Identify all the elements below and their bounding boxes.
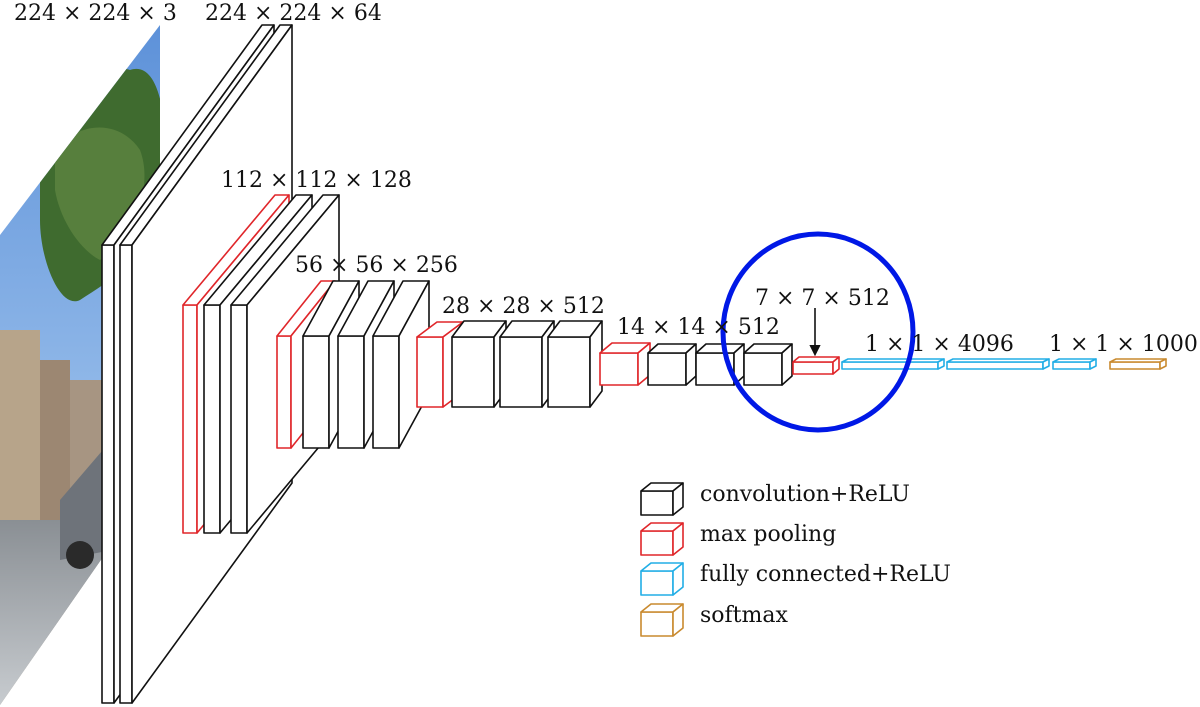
conv4-block-3 bbox=[547, 320, 603, 408]
label-pool5-dims: 7 × 7 × 512 bbox=[755, 286, 890, 311]
pool5-block bbox=[792, 356, 840, 375]
fc6-block bbox=[841, 358, 945, 370]
conv5-block-2 bbox=[695, 343, 745, 386]
layer-blocks bbox=[101, 24, 1167, 704]
label-input-dims: 224 × 224 × 3 bbox=[14, 1, 177, 26]
legend-label-conv: convolution+ReLU bbox=[700, 482, 910, 507]
legend-label-softmax: softmax bbox=[700, 603, 788, 628]
conv4-block-1 bbox=[451, 320, 507, 408]
legend-swatch-fc bbox=[640, 562, 684, 596]
label-conv4-dims: 28 × 28 × 512 bbox=[442, 294, 605, 319]
label-conv2-dims: 112 × 112 × 128 bbox=[221, 168, 412, 193]
conv5-block-3 bbox=[743, 343, 793, 386]
label-softmax-dims: 1 × 1 × 1000 bbox=[1049, 332, 1198, 357]
fc8-block bbox=[1052, 358, 1097, 370]
legend-swatches bbox=[640, 482, 684, 637]
fc7-block bbox=[946, 358, 1050, 370]
softmax-block bbox=[1109, 358, 1167, 370]
label-conv1-dims: 224 × 224 × 64 bbox=[205, 1, 382, 26]
highlight-circle bbox=[720, 231, 916, 433]
pool4-block bbox=[599, 342, 651, 386]
conv4-block-2 bbox=[499, 320, 555, 408]
legend-label-pool: max pooling bbox=[700, 522, 837, 547]
legend-swatch-pool bbox=[640, 522, 684, 556]
conv5-block-1 bbox=[647, 343, 697, 386]
label-fc-dims: 1 × 1 × 4096 bbox=[865, 332, 1014, 357]
label-conv5-dims: 14 × 14 × 512 bbox=[617, 315, 780, 340]
legend-swatch-conv bbox=[640, 482, 684, 516]
label-conv3-dims: 56 × 56 × 256 bbox=[295, 253, 458, 278]
legend-swatch-softmax bbox=[640, 603, 684, 637]
legend-label-fc: fully connected+ReLU bbox=[700, 562, 951, 587]
